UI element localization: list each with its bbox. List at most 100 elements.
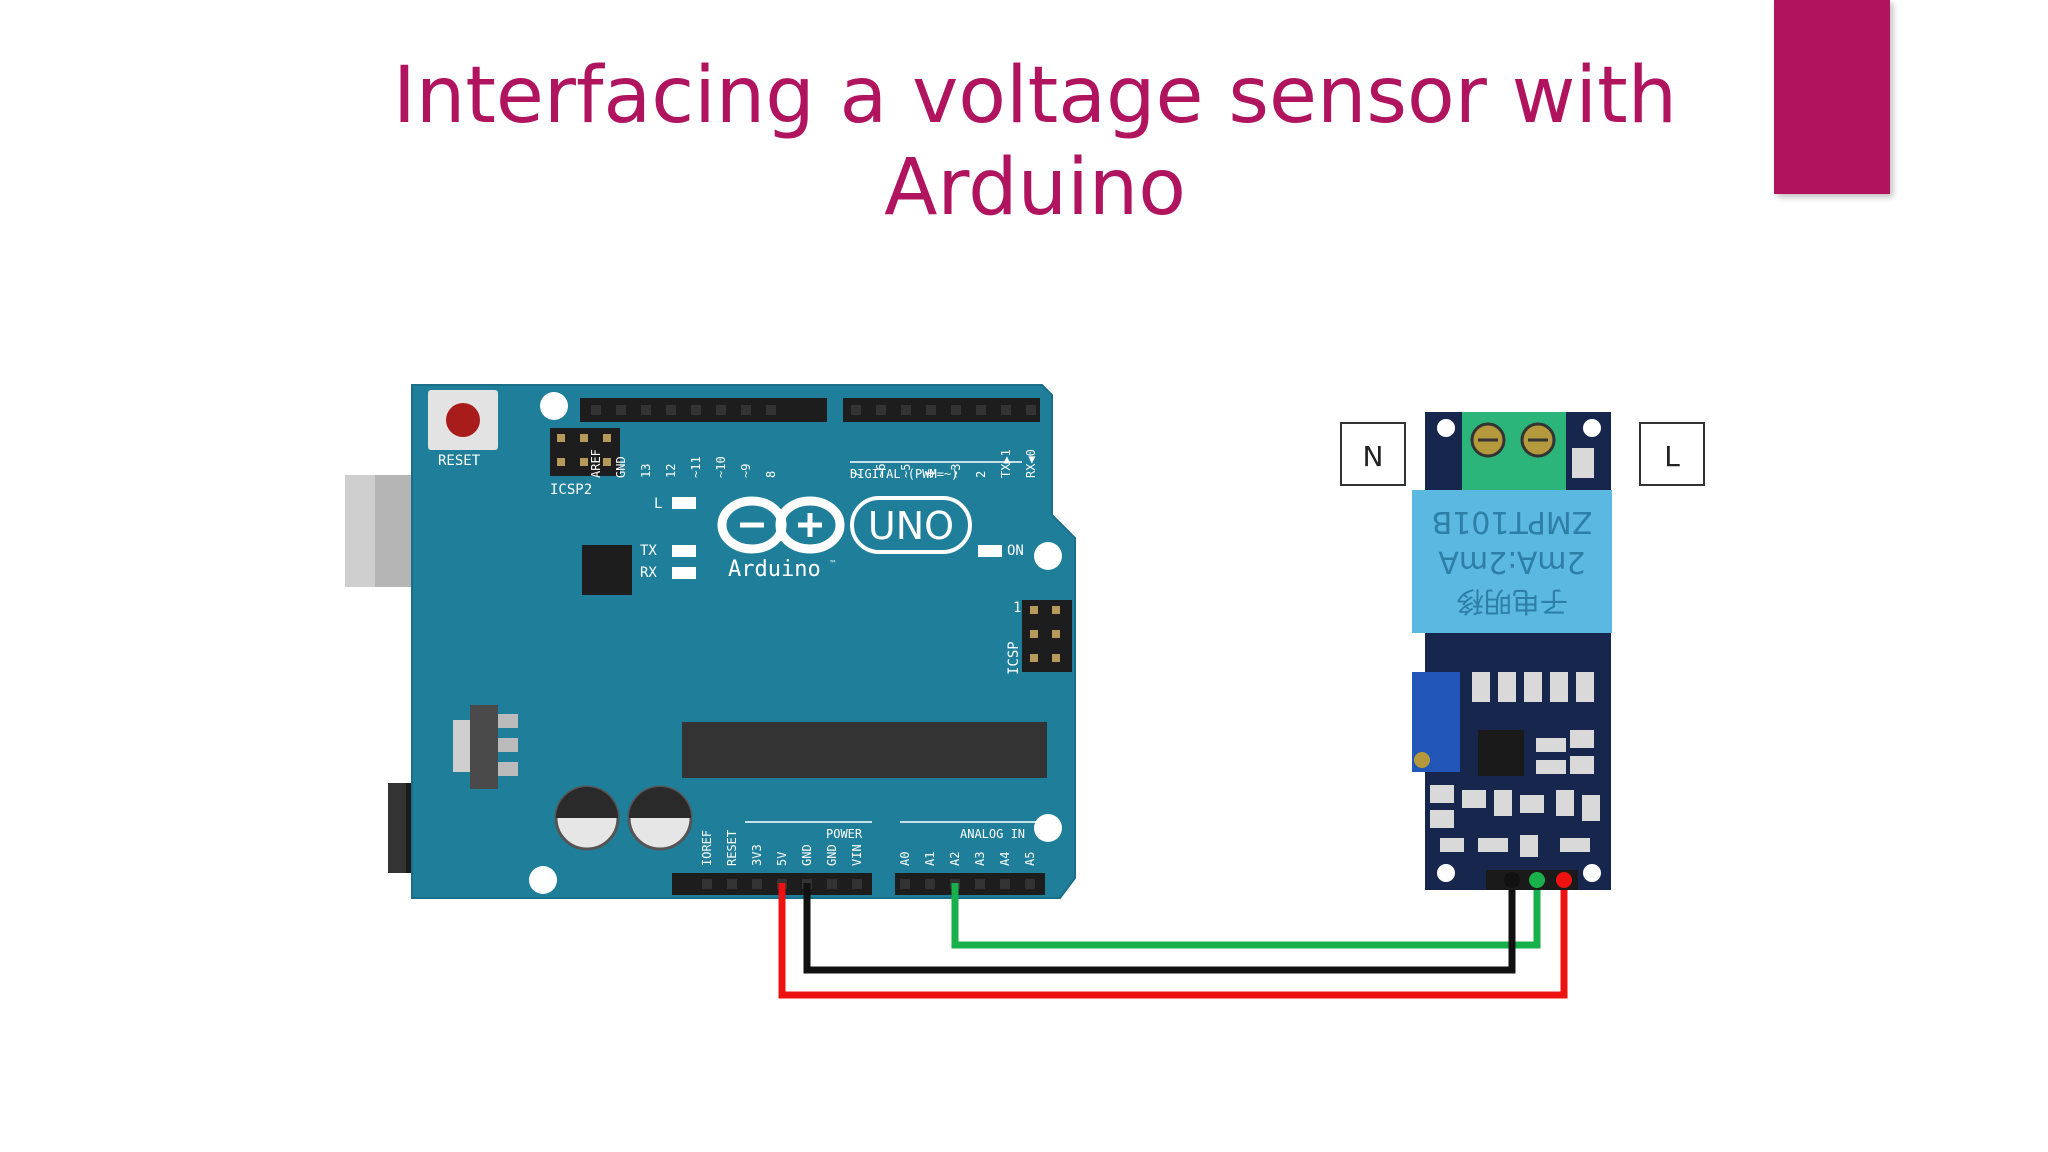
gnd-pin-connector [1504, 872, 1520, 888]
digital-pin-label: ~6 [874, 464, 888, 478]
sensor-mounting-hole [1583, 864, 1601, 882]
arduino-logo-text: Arduino [728, 557, 821, 582]
led-l-label: L [654, 496, 662, 512]
smd-component [1430, 810, 1454, 828]
title-line-1: Interfacing a voltage sensor with [392, 51, 1678, 141]
analog-pin-label: A1 [923, 852, 937, 866]
mounting-hole [529, 866, 557, 894]
header-pin [727, 879, 737, 889]
digital-pin-label: TX▶1 [999, 449, 1013, 478]
header-pin [766, 405, 776, 415]
digital-pin-label: ~3 [949, 464, 963, 478]
smd-component [1572, 448, 1594, 478]
sensor-mounting-hole [1583, 419, 1601, 437]
header-pin [827, 879, 837, 889]
op-amp-chip [1478, 730, 1524, 776]
header-pin [1001, 405, 1011, 415]
digital-pin-label: GND [614, 456, 628, 478]
voltage-regulator [470, 705, 498, 789]
arduino-logo-tm: ™ [829, 559, 837, 568]
trim-screw-icon [1414, 752, 1430, 768]
header-pin [852, 879, 862, 889]
digital-pin-label: 4 [924, 471, 938, 478]
smd-component [1478, 838, 1508, 852]
transformer-line-2: 2mA:2mA [1438, 544, 1586, 579]
zmpt101b-transformer [1412, 490, 1612, 633]
header-pin [1025, 879, 1035, 889]
analog-pin-label: A4 [998, 852, 1012, 866]
mounting-hole [1034, 542, 1062, 570]
digital-pin-label: 13 [639, 464, 653, 478]
digital-pin-label: 8 [764, 471, 778, 478]
header-pin [1026, 405, 1036, 415]
icsp-pin1-label: 1 [1013, 600, 1021, 616]
smd-component [1430, 785, 1454, 803]
led-tx [672, 545, 696, 557]
digital-pin-label: 2 [974, 471, 988, 478]
header-pin [591, 405, 601, 415]
smd-component [1570, 756, 1594, 774]
mounting-hole [540, 392, 568, 420]
analog-header [895, 873, 1045, 895]
uno-text: UNO [868, 504, 954, 548]
power-pin-label: VIN [850, 844, 864, 866]
led-tx-label: TX [640, 543, 657, 559]
terminal-n-box [1340, 422, 1406, 486]
digital-pin-label: ~9 [739, 464, 753, 478]
capacitor [554, 785, 620, 851]
usb-connector-face [345, 475, 375, 587]
vcc-pin-connector [1556, 872, 1572, 888]
header-pin [716, 405, 726, 415]
header-pin [616, 405, 626, 415]
smd-component [1556, 790, 1574, 816]
signal-pin-connector [1529, 872, 1545, 888]
arduino-logo-icon [717, 496, 845, 554]
smd-component [1560, 838, 1590, 852]
analog-label: ANALOG IN [960, 827, 1025, 841]
smd-component [1550, 672, 1568, 702]
led-on-label: ON [1007, 543, 1024, 559]
digital-pin-label: AREF [589, 449, 603, 478]
analog-pin-label: A0 [898, 852, 912, 866]
digital-pin-label: 12 [664, 464, 678, 478]
dc-jack-face [388, 783, 406, 873]
signal-wire-a1 [951, 883, 1541, 949]
terminal-l-label: L [1664, 440, 1680, 473]
analog-pin-label: A5 [1023, 852, 1037, 866]
power-label: POWER [826, 827, 863, 841]
smd-component [1536, 760, 1566, 774]
usb-chip [582, 545, 632, 595]
accent-bar [1774, 0, 1890, 194]
terminal-l-box [1639, 422, 1705, 486]
icsp2-label: ICSP2 [550, 482, 592, 498]
smd-component [1472, 672, 1490, 702]
digital-pin-label: ~11 [689, 456, 703, 478]
slide-title: Interfacing a voltage sensor with Arduin… [300, 50, 1770, 234]
capacitor [627, 785, 693, 851]
header-pin [900, 879, 910, 889]
smd-component [1582, 795, 1600, 821]
header-pin [926, 405, 936, 415]
led-rx-label: RX [640, 565, 657, 581]
icsp-label: ICSP [1006, 641, 1022, 675]
digital-pin-label: 7 [849, 471, 863, 478]
sensor-mounting-hole [1437, 419, 1455, 437]
reset-label: RESET [438, 453, 481, 469]
power-pin-label: RESET [725, 830, 739, 866]
smd-component [1576, 672, 1594, 702]
smd-component [1498, 672, 1516, 702]
uno-badge [850, 496, 972, 554]
header-pin [752, 879, 762, 889]
digital-pin-label: RX◀0 [1024, 449, 1038, 478]
header-pin [851, 405, 861, 415]
mounting-hole [1034, 814, 1062, 842]
ground-wire-gnd [803, 883, 1516, 974]
header-pin [666, 405, 676, 415]
power-wire-5v [778, 883, 1568, 999]
analog-pin-label: A2 [948, 852, 962, 866]
smd-component [1494, 790, 1512, 816]
transformer-line-3: ZMPT101B [1432, 504, 1593, 539]
smd-component [1440, 838, 1464, 852]
